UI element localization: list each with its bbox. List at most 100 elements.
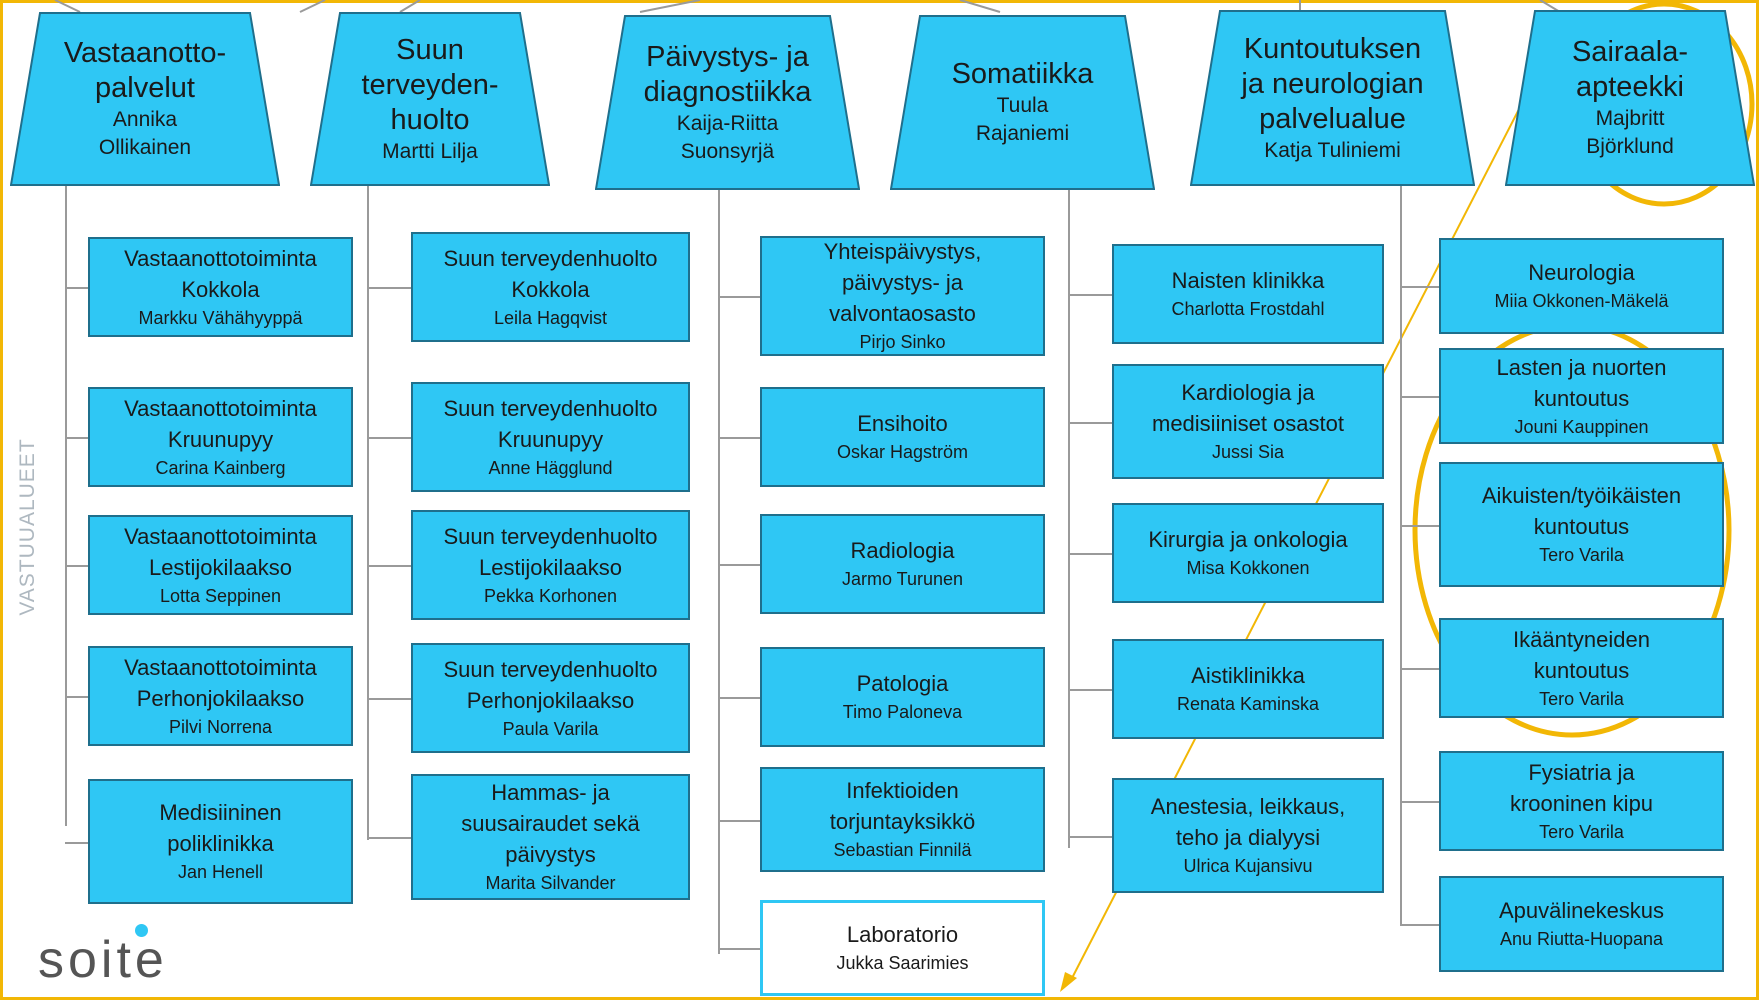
unit-title: Vastaanottotoiminta Kruunupyy — [124, 395, 317, 452]
unit-connector-line — [1400, 524, 1439, 527]
column-header-shape — [890, 15, 1155, 190]
unit-connector-line — [367, 698, 411, 700]
unit-connector-line — [367, 565, 411, 567]
column-header-title: Päivystys- ja diagnostiikka — [643, 40, 812, 108]
unit-title: Aistiklinikka — [1191, 663, 1305, 688]
column-trunk-line — [367, 186, 369, 840]
unit-manager-name: Marita Silvander — [485, 873, 616, 893]
unit-title: Suun terveydenhuolto Perhonjokilaakso — [443, 656, 658, 713]
column-header-name: Kaija-Riitta Suonsyrjä — [676, 111, 779, 163]
column-header-shape — [1505, 10, 1755, 186]
unit-connector-line — [1068, 689, 1112, 691]
unit-title: Kirurgia ja onkologia — [1148, 527, 1348, 552]
unit-manager-name: Jan Henell — [177, 862, 264, 882]
unit-manager-name: Tero Varila — [1539, 821, 1624, 842]
unit-title: Medisiininen poliklinikka — [159, 800, 282, 856]
unit-title: Ikääntyneiden kuntoutus — [1513, 626, 1650, 683]
unit-connector-line — [1400, 801, 1439, 803]
unit-connector-line — [1400, 286, 1439, 288]
column-trunk-line — [1400, 186, 1402, 926]
unit-title: Aikuisten/työikäisten kuntoutus — [1481, 483, 1682, 539]
unit-title: Lasten ja nuorten kuntoutus — [1496, 354, 1667, 411]
column-header-polygon — [1190, 10, 1475, 186]
unit-title: Vastaanottotoiminta Kokkola — [124, 245, 317, 302]
unit-title: Naisten klinikka — [1171, 268, 1325, 293]
unit-manager-name: Charlotta Frostdahl — [1171, 299, 1325, 319]
column-header-title: Vastaanotto- palvelut — [63, 37, 227, 104]
unit-manager-name: Markku Vähähyyppä — [138, 307, 303, 328]
column-header-shape — [310, 12, 550, 186]
unit-manager-name: Oskar Hagström — [836, 442, 969, 462]
unit-manager-name: Pekka Korhonen — [483, 585, 618, 606]
column-header-polygon — [890, 15, 1155, 190]
unit-connector-line — [65, 287, 88, 289]
unit-connector-line — [718, 948, 760, 950]
unit-manager-name: Anne Hägglund — [488, 457, 613, 478]
unit-title: Anestesia, leikkaus, teho ja dialyysi — [1150, 794, 1346, 850]
column-header-polygon — [310, 12, 550, 186]
unit-title: Vastaanottotoiminta Lestijokilaakso — [124, 523, 317, 580]
column-header-shape — [1190, 10, 1475, 186]
unit-connector-line — [718, 697, 760, 699]
unit-connector-line — [1400, 924, 1439, 926]
logo-text: soite — [38, 931, 168, 989]
unit-title: Ensihoito — [857, 411, 948, 436]
unit-title: Kardiologia ja medisiiniset osastot — [1152, 380, 1344, 436]
unit-manager-name: Leila Hagqvist — [493, 307, 608, 328]
unit-manager-name: Lotta Seppinen — [159, 585, 282, 606]
column-header-title: Sairaala- apteekki — [1571, 36, 1689, 103]
unit-title: Suun terveydenhuolto Lestijokilaakso — [443, 523, 658, 580]
column-header-title: Somatiikka — [951, 58, 1094, 90]
highlight-arrow-head — [1060, 972, 1077, 992]
unit-title: Vastaanottotoiminta Perhonjokilaakso — [124, 654, 317, 711]
column-header-shape — [595, 15, 860, 190]
unit-manager-name: Jussi Sia — [1211, 442, 1285, 462]
unit-manager-name: Ulrica Kujansivu — [1183, 856, 1313, 876]
unit-connector-line — [718, 819, 760, 822]
unit-connector-line — [65, 841, 88, 844]
unit-connector-line — [367, 837, 411, 839]
unit-box[interactable]: Yhteispäivystys, päivystys- ja valvontao… — [760, 236, 1045, 356]
unit-connector-line — [1068, 835, 1112, 838]
unit-connector-line — [367, 437, 411, 439]
unit-manager-name: Jarmo Turunen — [841, 569, 964, 589]
